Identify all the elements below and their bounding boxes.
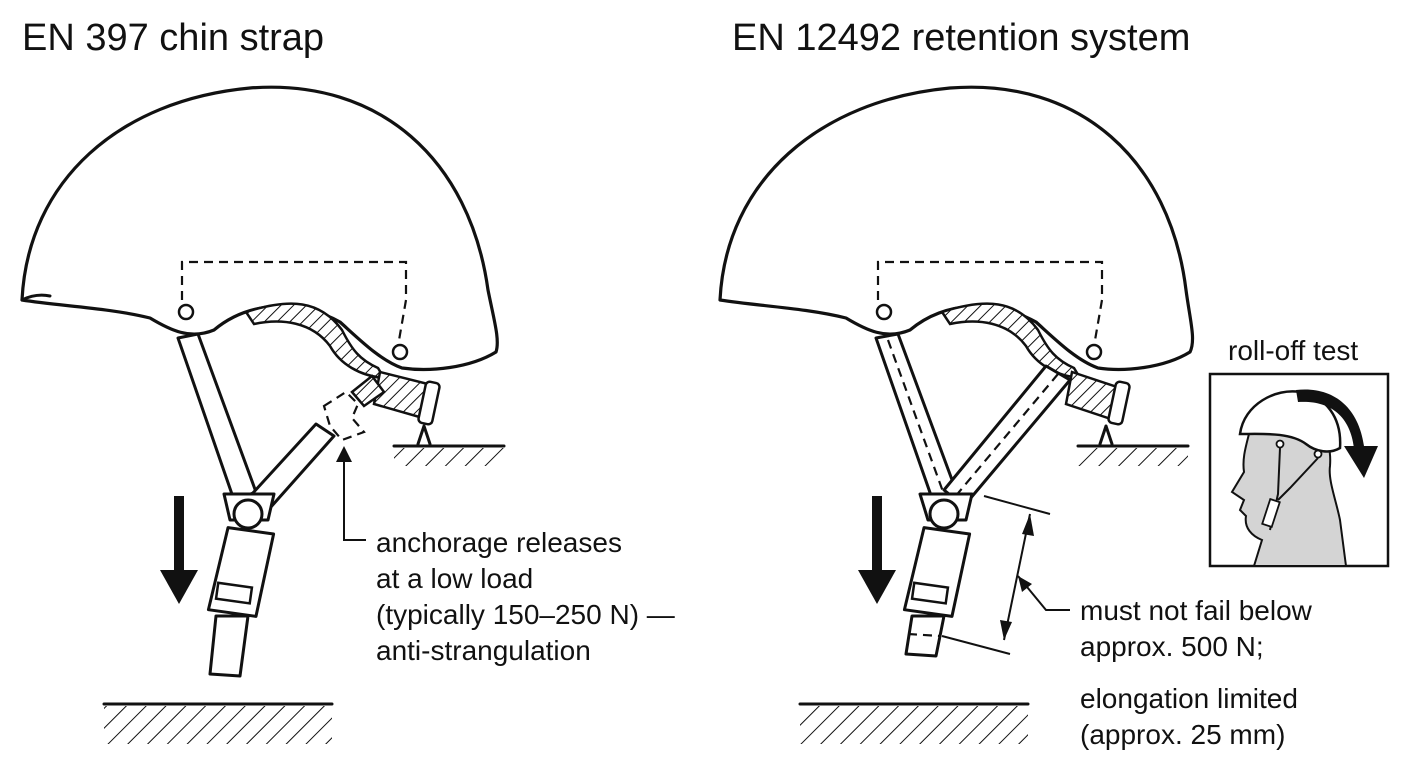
left-rivet-rear	[391, 343, 409, 361]
right-helmet-shell	[718, 85, 1195, 372]
roll-off-inset	[1208, 372, 1390, 568]
left-released-anchorage	[322, 390, 366, 442]
left-annotation-3: (typically 150–250 N) —	[376, 599, 675, 630]
left-annotation-2: at a low load	[376, 563, 533, 594]
right-annotation-elong-2: (approx. 25 mm)	[1080, 719, 1285, 750]
right-front-strap	[874, 332, 960, 506]
right-load-arrow	[872, 496, 882, 572]
right-inner-harness	[876, 260, 1104, 347]
inset-label: roll-off test	[1228, 335, 1358, 366]
right-annotation-elong-1: elongation limited	[1080, 683, 1298, 714]
elongation-dimension	[941, 495, 1070, 655]
left-annotation-1: anchorage releases	[376, 527, 622, 558]
right-title: EN 12492 retention system	[732, 17, 1190, 59]
left-helmet-shell	[20, 85, 499, 372]
right-annotation-load-2: approx. 500 N;	[1080, 631, 1264, 662]
left-load-arrow	[174, 496, 184, 572]
right-helmet	[718, 85, 1195, 658]
left-rivet-front	[177, 303, 195, 321]
roll-off-arrow-icon	[1344, 446, 1378, 478]
right-annotation-load-1: must not fail below	[1080, 595, 1313, 626]
left-title: EN 397 chin strap	[22, 17, 324, 59]
left-helmet	[20, 85, 506, 678]
left-annotation-4: anti-strangulation	[376, 635, 591, 666]
left-front-strap	[176, 332, 258, 502]
left-inner-harness	[180, 260, 408, 347]
left-leader	[343, 462, 366, 541]
